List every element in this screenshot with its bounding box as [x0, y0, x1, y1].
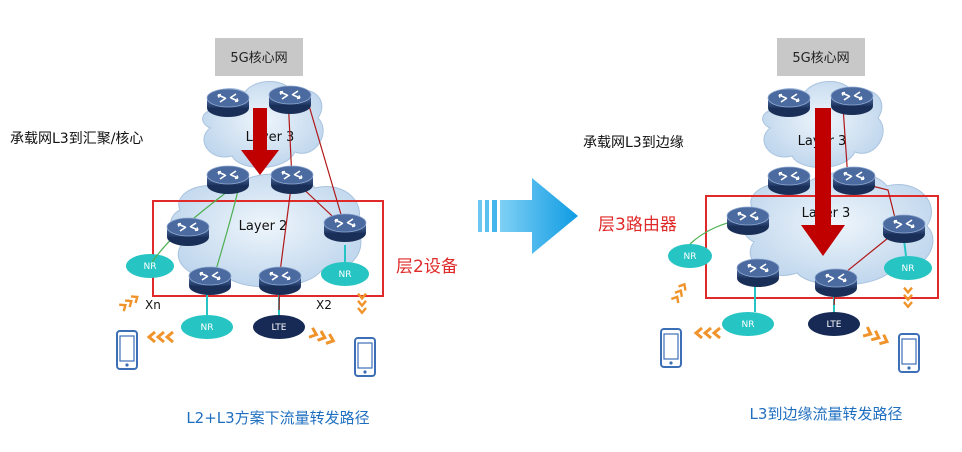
right-side-label: 承载网L3到边缘 [583, 135, 684, 151]
right-core-network-label: 5G核心网 [792, 51, 849, 66]
right-router-mid-1 [767, 166, 811, 196]
left-interface-label-xn: Xn [145, 298, 161, 312]
right-nr-node-2-label: NR [902, 264, 915, 274]
right-nr-node-3 [722, 312, 774, 336]
right-router-edge-2 [882, 214, 926, 244]
left-radio-wave-1 [117, 292, 141, 313]
right-nr-node-1-label: NR [684, 252, 697, 262]
left-core-network-label: 5G核心网 [230, 51, 287, 66]
right-radio-wave-4 [861, 325, 891, 348]
left-router-l2-4 [258, 266, 302, 296]
right-router-upper-1 [767, 88, 811, 118]
left-phone-2-icon [354, 337, 376, 377]
left-router-mid-1 [206, 165, 250, 195]
left-nr-node-1-label: NR [144, 262, 157, 272]
right-core-network-box [777, 38, 865, 76]
right-downward-arrow [801, 108, 845, 256]
transition-arrow [478, 178, 578, 254]
left-nr-node-2 [321, 262, 369, 286]
right-phone-2-icon [898, 333, 920, 373]
left-lte-node-label: LTE [272, 323, 287, 333]
right-router-edge-4 [814, 268, 858, 298]
left-layer2-highlight-box [152, 200, 384, 297]
right-lte-node-label: LTE [827, 320, 842, 330]
left-caption: L2+L3方案下流量转发路径 [186, 409, 369, 427]
left-router-upper-1 [206, 88, 250, 118]
left-router-mid-2 [270, 165, 314, 195]
left-nr-node-2-label: NR [339, 270, 352, 280]
right-nr-node-2 [884, 256, 932, 280]
right-radio-wave-1 [670, 281, 690, 305]
left-router-l2-2 [323, 213, 367, 243]
right-caption: L3到边缘流量转发路径 [750, 405, 903, 423]
left-nr-node-3-label: NR [201, 323, 214, 333]
right-router-mid-2 [832, 166, 876, 196]
left-lower-cloud-label: Layer 2 [239, 219, 288, 234]
left-nr-node-1 [126, 254, 174, 278]
left-side-label: 承载网L3到汇聚/核心 [10, 131, 143, 147]
left-diagram: 5G核心网 Layer 3 Layer 2 NR NR NR LTE [10, 38, 458, 427]
left-radio-wave-4 [307, 326, 337, 347]
right-nr-node-3-label: NR [742, 320, 755, 330]
right-router-edge-3 [736, 258, 780, 288]
right-router-upper-2 [830, 86, 874, 116]
left-core-network-box [215, 38, 303, 76]
right-diagram: 5G核心网 Layer 3 Layer 3 NR NR NR LTE [583, 38, 939, 423]
left-upper-cloud-label: Layer 3 [246, 130, 295, 145]
right-nr-node-1 [668, 244, 712, 268]
right-phone-1-icon [660, 328, 682, 368]
left-router-upper-2 [268, 85, 312, 115]
left-router-l2-1 [166, 217, 210, 247]
left-downward-arrow [241, 108, 279, 175]
left-nr-node-3 [181, 315, 233, 339]
right-router-edge-1 [726, 206, 770, 236]
right-lte-node [808, 312, 860, 336]
left-phone-1-icon [116, 330, 138, 370]
left-lte-node [253, 315, 305, 339]
left-radio-wave-2 [147, 330, 175, 344]
left-interface-label-x2: X2 [316, 298, 332, 312]
right-box-label: 层3路由器 [598, 215, 677, 235]
left-router-l2-3 [188, 266, 232, 296]
right-radio-wave-2 [694, 326, 722, 340]
left-box-label: 层2设备 [396, 257, 458, 277]
